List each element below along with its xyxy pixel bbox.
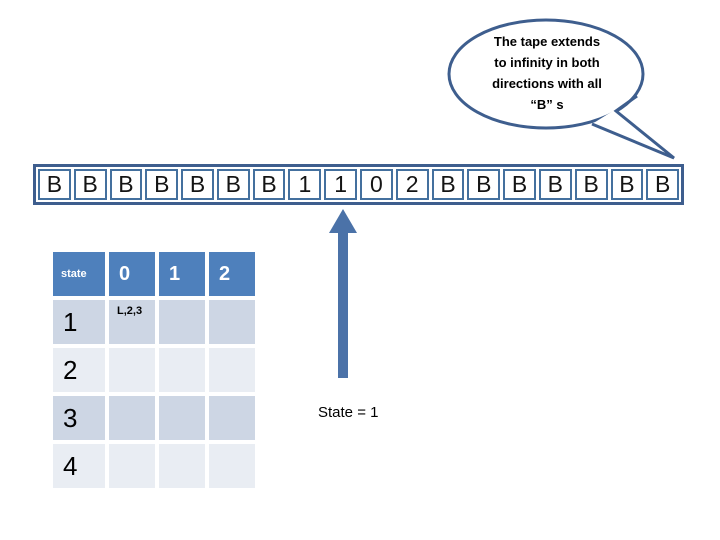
table-header-symbol: 1 xyxy=(159,252,205,296)
tape-cell: B xyxy=(503,169,536,200)
table-empty-cell xyxy=(209,396,255,440)
table-action-cell: L,2,3 xyxy=(109,300,155,344)
arrow-shaft xyxy=(338,231,348,378)
table-empty-cell xyxy=(209,348,255,392)
tape-cell: B xyxy=(73,169,107,200)
table-header-symbol: 2 xyxy=(209,252,255,296)
table-empty-cell xyxy=(159,348,205,392)
tape-cell: B xyxy=(574,169,608,200)
table-header-symbol: 0 xyxy=(109,252,155,296)
table-row-label: 3 xyxy=(53,396,105,440)
arrow-head xyxy=(329,209,357,233)
head-pointer-arrow xyxy=(329,209,357,378)
tape-cell: B xyxy=(467,169,501,200)
bubble-line: “B” s xyxy=(530,97,564,112)
tape-cell: B xyxy=(216,169,250,200)
table-empty-cell xyxy=(159,444,205,488)
tape-cell: B xyxy=(646,169,680,200)
tape-cell: B xyxy=(252,169,286,200)
tape-cell: B xyxy=(181,169,214,200)
current-state-label: State = 1 xyxy=(318,404,379,421)
tape-cell: B xyxy=(145,169,179,200)
table-row-label: 4 xyxy=(53,444,105,488)
table-empty-cell xyxy=(159,300,205,344)
table-empty-cell xyxy=(209,444,255,488)
table-empty-cell xyxy=(209,300,255,344)
tape-cell: 1 xyxy=(288,169,322,200)
tape-cell: 1 xyxy=(324,169,358,200)
tape-cell: B xyxy=(38,169,71,200)
table-row-label: 2 xyxy=(53,348,105,392)
tape-cell: 2 xyxy=(395,169,429,200)
bubble-line: directions with all xyxy=(492,76,602,91)
tape-cell: 0 xyxy=(360,169,393,200)
table-empty-cell xyxy=(109,348,155,392)
table-header-state: state xyxy=(53,252,105,296)
tape-cell: B xyxy=(610,169,644,200)
tape-cell: B xyxy=(431,169,465,200)
table-empty-cell xyxy=(159,396,205,440)
table-row-label: 1 xyxy=(53,300,105,344)
tape-cell: B xyxy=(109,169,143,200)
speech-bubble-text: The tape extends to infinity in both dir… xyxy=(452,31,642,115)
table-empty-cell xyxy=(109,444,155,488)
tape-cell: B xyxy=(538,169,572,200)
bubble-line: The tape extends xyxy=(493,34,601,49)
bubble-line: to infinity in both xyxy=(494,55,600,70)
table-empty-cell xyxy=(109,396,155,440)
